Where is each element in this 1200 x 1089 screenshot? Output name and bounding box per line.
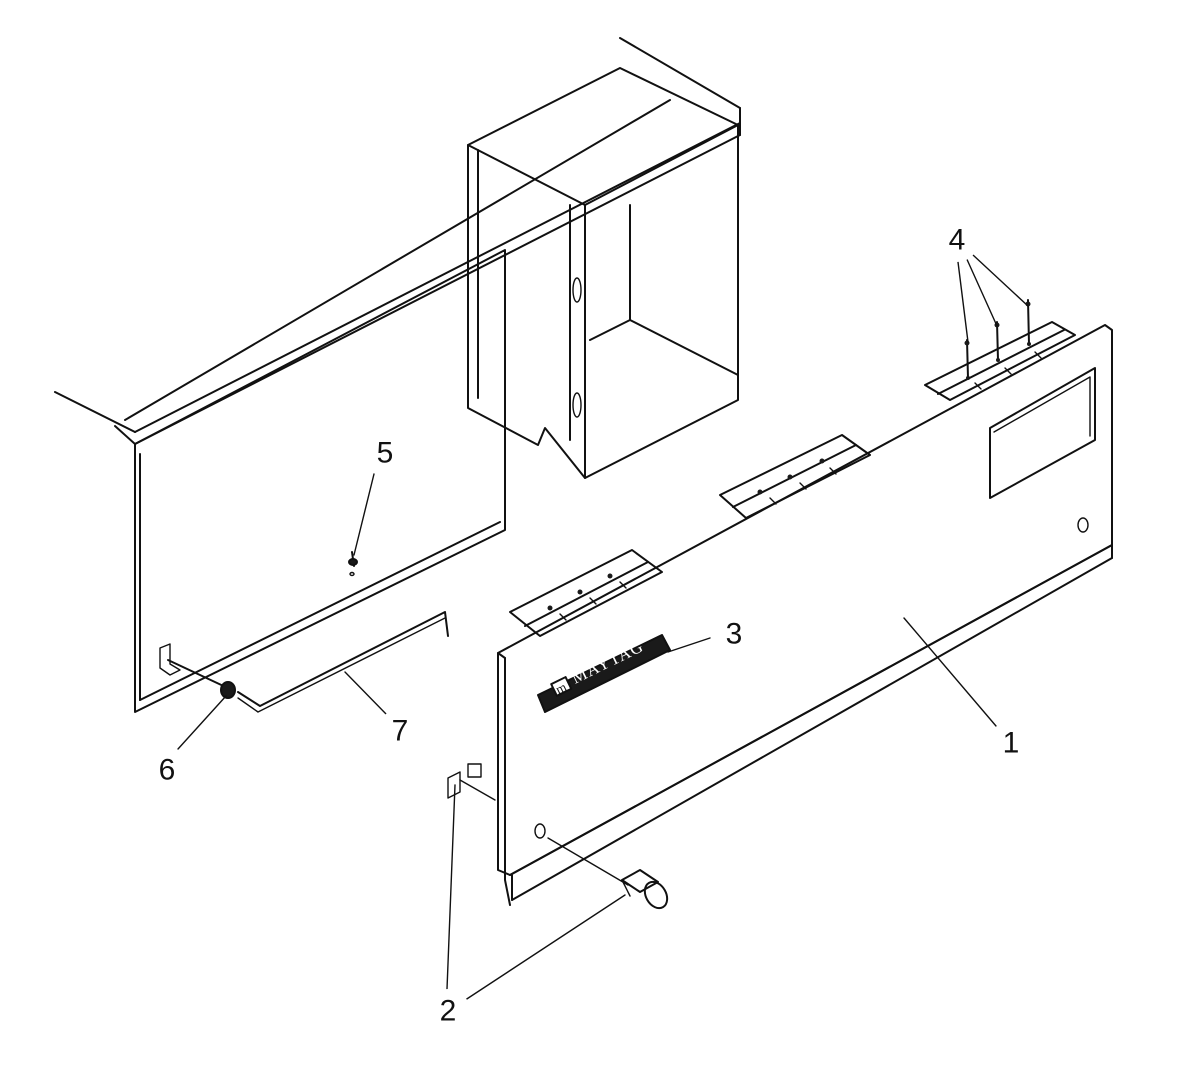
stud-part-5 bbox=[348, 551, 358, 577]
maytag-badge-part-3: m MAYTAG bbox=[537, 634, 671, 713]
screws-part-4 bbox=[964, 299, 1031, 380]
callout-2-label: 2 bbox=[440, 995, 457, 1028]
callout-4-label: 4 bbox=[949, 224, 966, 257]
hinge-left bbox=[509, 549, 663, 637]
callout-6: 6 bbox=[145, 748, 189, 792]
callout-6-label: 6 bbox=[159, 754, 176, 787]
callout-3: 3 bbox=[712, 612, 756, 656]
hinge-right bbox=[924, 321, 1076, 401]
callout-2: 2 bbox=[426, 989, 470, 1033]
callout-1: 1 bbox=[989, 721, 1033, 765]
callout-7: 7 bbox=[378, 709, 422, 753]
callout-3-label: 3 bbox=[726, 618, 743, 651]
callout-7-label: 7 bbox=[392, 715, 409, 748]
callout-5: 5 bbox=[363, 431, 407, 475]
latch-rod-part-7 bbox=[237, 611, 449, 713]
callout-5-label: 5 bbox=[377, 437, 394, 470]
hinge-middle bbox=[719, 434, 871, 519]
cabinet-box bbox=[467, 67, 739, 479]
cabinet-top-rail bbox=[54, 37, 741, 445]
leader-lines bbox=[177, 254, 1029, 1011]
callout-1-label: 1 bbox=[1003, 727, 1020, 760]
inner-door-panel bbox=[134, 249, 506, 713]
callout-4: 4 bbox=[935, 218, 979, 262]
latch-bracket-part-6 bbox=[159, 643, 236, 699]
front-door-panel-part-1 bbox=[497, 324, 1113, 906]
pin-and-clip-part-2 bbox=[447, 763, 669, 910]
